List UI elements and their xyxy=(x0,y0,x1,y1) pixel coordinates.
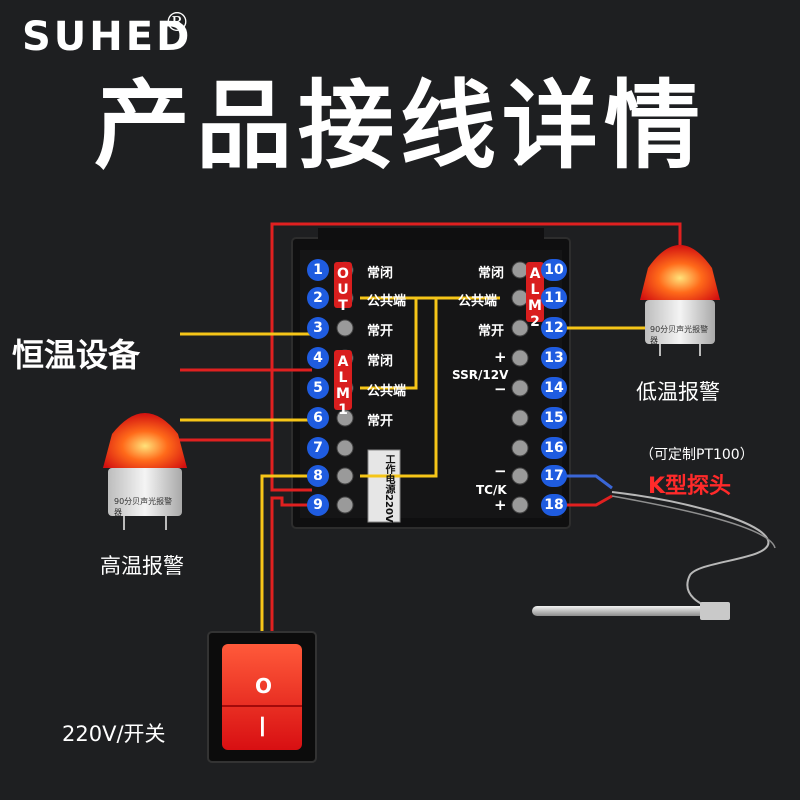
terminal-7: 7 xyxy=(307,437,329,459)
group-alm2: ALM2 xyxy=(526,262,544,330)
switch-mark-on: — xyxy=(250,715,276,738)
terminal-3-label: 常开 xyxy=(367,324,394,339)
terminal-2: 2 xyxy=(307,287,329,309)
label-thermostat-device: 恒温设备 xyxy=(12,336,141,374)
low-alarm-lamp-text: 90分贝声光报警器 xyxy=(650,325,709,345)
high-alarm-lamp xyxy=(103,413,187,530)
yellow-wires xyxy=(180,296,655,632)
group-out: OUT xyxy=(334,262,352,314)
terminal-10-label: 常闭 xyxy=(478,266,505,281)
terminal-14-label: − xyxy=(494,380,507,398)
terminal-1-label: 常闭 xyxy=(367,266,394,281)
tc-label: TC/K xyxy=(476,483,507,497)
terminal-18-label: + xyxy=(494,496,507,514)
terminal-14: 14 xyxy=(541,377,567,399)
wire-low-alarm-top xyxy=(270,222,682,492)
terminal-17: 17 xyxy=(541,465,567,487)
terminal-4: 4 xyxy=(307,347,329,369)
terminal-5-label: 公共端 xyxy=(367,384,407,399)
page-title: 产品接线详情 xyxy=(94,70,706,182)
label-high-alarm: 高温报警 xyxy=(100,554,184,578)
terminal-13-label: + xyxy=(494,348,507,366)
terminal-3: 3 xyxy=(307,317,329,339)
wire-switch-red xyxy=(270,496,312,632)
wire-common-bus xyxy=(360,296,418,390)
low-alarm-lamp xyxy=(640,245,720,356)
terminal-11-label: 公共端 xyxy=(458,294,498,309)
power-supply-label: 工作电源220V xyxy=(383,454,394,523)
probe-cable xyxy=(611,491,770,613)
registered-mark: ® xyxy=(164,8,190,38)
label-low-alarm: 低温报警 xyxy=(636,380,720,404)
terminal-15: 15 xyxy=(541,407,567,429)
label-probe-type: K型探头 xyxy=(648,474,732,499)
terminal-9: 9 xyxy=(307,494,329,516)
terminal-1: 1 xyxy=(307,259,329,281)
terminal-12: 12 xyxy=(541,317,567,339)
terminal-17-label: − xyxy=(494,462,507,480)
terminal-10: 10 xyxy=(541,259,567,281)
terminal-13: 13 xyxy=(541,347,567,369)
label-switch: 220V/开关 xyxy=(62,722,166,746)
terminal-18: 18 xyxy=(541,494,567,516)
terminal-4-label: 常闭 xyxy=(367,354,394,369)
terminal-8: 8 xyxy=(307,465,329,487)
terminal-6: 6 xyxy=(307,407,329,429)
group-alm1: ALM1 xyxy=(334,350,352,418)
probe-rod xyxy=(532,606,712,616)
terminal-2-label: 公共端 xyxy=(367,294,407,309)
terminal-11: 11 xyxy=(541,287,567,309)
terminal-12-label: 常开 xyxy=(478,324,505,339)
terminal-6-label: 常开 xyxy=(367,414,394,429)
ssr-label: SSR/12V xyxy=(452,368,509,382)
terminal-16: 16 xyxy=(541,437,567,459)
brand-logo: SUHED xyxy=(22,14,193,60)
label-probe-note: （可定制PT100） xyxy=(640,447,754,463)
wire-switch-yellow xyxy=(260,474,312,632)
right-terminal-block xyxy=(511,261,529,514)
high-alarm-lamp-text: 90分贝声光报警器 xyxy=(114,497,173,517)
rocker-switch xyxy=(207,631,317,763)
wire-bus-to-11 xyxy=(360,296,438,478)
switch-mark-off: O xyxy=(255,674,273,698)
terminal-5: 5 xyxy=(307,377,329,399)
